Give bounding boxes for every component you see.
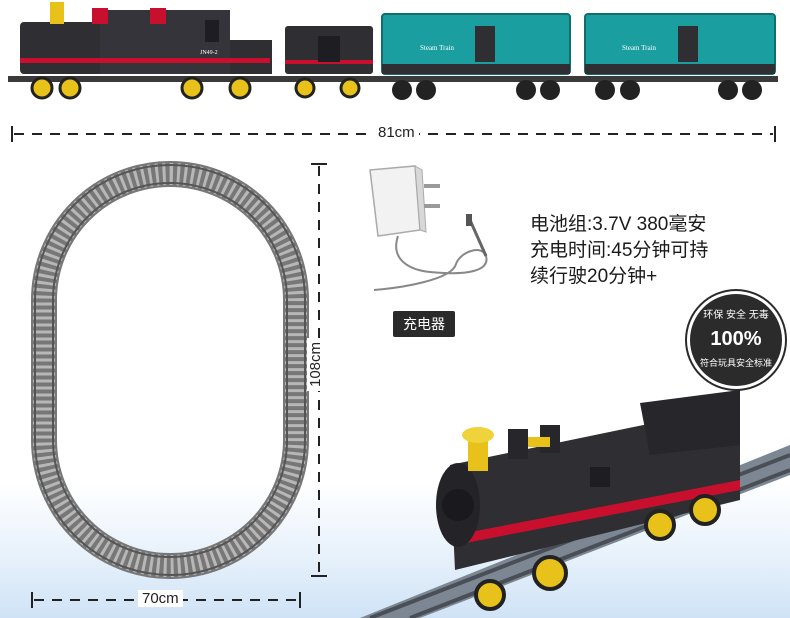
spec-run-time: 续行驶20分钟+	[530, 266, 658, 287]
badge-percent: 100%	[710, 328, 762, 350]
train-side-view: JN49-2 Steam Train Steam Train	[8, 2, 778, 100]
svg-text:Steam Train: Steam Train	[622, 44, 657, 52]
svg-text:Steam Train: Steam Train	[420, 44, 455, 52]
safety-badge: 环保 安全 无毒 100% 符合玩具安全标准	[690, 294, 782, 386]
svg-text:JN49-2: JN49-2	[200, 50, 218, 56]
spec-charge-time: 充电时间:45分钟可持	[530, 240, 709, 261]
charger-label: 充电器	[393, 311, 455, 337]
track-height-label: 108cm	[307, 337, 325, 392]
wagon-2: Steam Train	[584, 13, 776, 100]
track-width-label: 70cm	[138, 590, 183, 607]
badge-bottom-text: 符合玩具安全标准	[699, 358, 772, 368]
wagon-1: Steam Train	[381, 13, 571, 100]
tender-car	[285, 26, 373, 99]
oval-track	[31, 161, 309, 579]
locomotive-closeup	[360, 390, 790, 618]
badge-top-text: 环保 安全 无毒	[703, 310, 769, 321]
spec-battery: 电池组:3.7V 380毫安	[530, 214, 707, 235]
battery-specs: 电池组:3.7V 380毫安 充电时间:45分钟可持 续行驶20分钟+	[530, 212, 708, 290]
train-length-label: 81cm	[374, 124, 419, 141]
charger-icon	[369, 165, 488, 291]
locomotive-side: JN49-2	[20, 2, 272, 100]
